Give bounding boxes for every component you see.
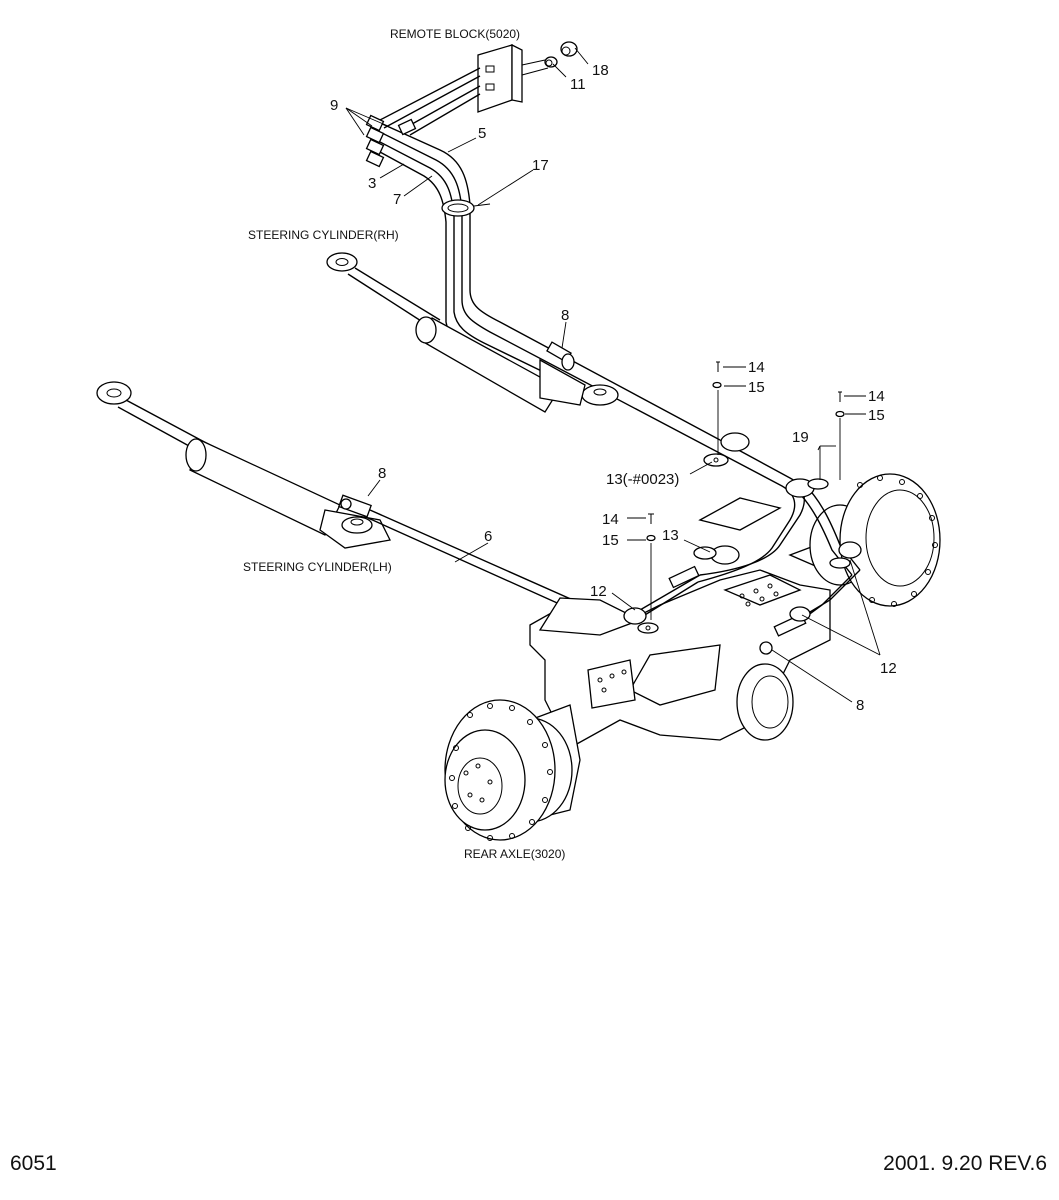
clamp-12-left bbox=[623, 607, 659, 634]
page-number: 6051 bbox=[10, 1152, 57, 1175]
clamp-13-serial bbox=[703, 432, 750, 467]
steering-cylinder-lh bbox=[96, 381, 391, 549]
fitting-8-top bbox=[546, 341, 575, 371]
remote-block bbox=[477, 43, 549, 113]
hose-clamp-17 bbox=[441, 199, 491, 217]
clamp-12-right bbox=[789, 541, 862, 622]
callout-14-a: 14 bbox=[748, 359, 765, 376]
steering-cylinder-rh bbox=[326, 252, 619, 413]
callout-19: 19 bbox=[792, 429, 809, 446]
callout-13: 13 bbox=[662, 527, 679, 544]
label-steering-cylinder-lh: STEERING CYLINDER(LH) bbox=[243, 560, 392, 574]
wheel-hub-right bbox=[809, 473, 941, 607]
callout-17: 17 bbox=[532, 157, 549, 174]
callout-8-bottom: 8 bbox=[856, 697, 864, 714]
cap-fitting-18 bbox=[560, 41, 578, 57]
bolt-washer-group bbox=[646, 361, 845, 620]
callout-5: 5 bbox=[478, 125, 486, 142]
callout-12-left: 12 bbox=[590, 583, 607, 600]
clamp-13 bbox=[693, 545, 740, 565]
wheel-hub-left bbox=[444, 699, 581, 841]
revision-date: 2001. 9.20 REV.6 bbox=[883, 1152, 1047, 1175]
callout-15-b: 15 bbox=[868, 407, 885, 424]
callout-15-a: 15 bbox=[748, 379, 765, 396]
label-rear-axle: REAR AXLE(3020) bbox=[464, 847, 565, 861]
plug-fitting-11 bbox=[544, 56, 558, 68]
clamp-19-top bbox=[785, 478, 829, 498]
callout-14-b: 14 bbox=[868, 388, 885, 405]
callout-3: 3 bbox=[368, 175, 376, 192]
label-remote-block: REMOTE BLOCK(5020) bbox=[390, 27, 520, 41]
callout-14-c: 14 bbox=[602, 511, 619, 528]
label-steering-cylinder-rh: STEERING CYLINDER(RH) bbox=[248, 228, 399, 242]
callout-12-right: 12 bbox=[880, 660, 897, 677]
callout-7: 7 bbox=[393, 191, 401, 208]
callout-15-c: 15 bbox=[602, 532, 619, 549]
leader-lines bbox=[345, 47, 881, 703]
callout-8-left: 8 bbox=[378, 465, 386, 482]
callout-18: 18 bbox=[592, 62, 609, 79]
callout-9: 9 bbox=[330, 97, 338, 114]
fitting-8-left bbox=[338, 494, 372, 518]
hose-end-fittings-9 bbox=[365, 114, 417, 168]
callout-8-top: 8 bbox=[561, 307, 569, 324]
callout-13-serial: 13(-#0023) bbox=[606, 471, 679, 488]
callout-6: 6 bbox=[484, 528, 492, 545]
hoses-upper bbox=[365, 67, 721, 449]
callout-11: 11 bbox=[570, 76, 586, 93]
